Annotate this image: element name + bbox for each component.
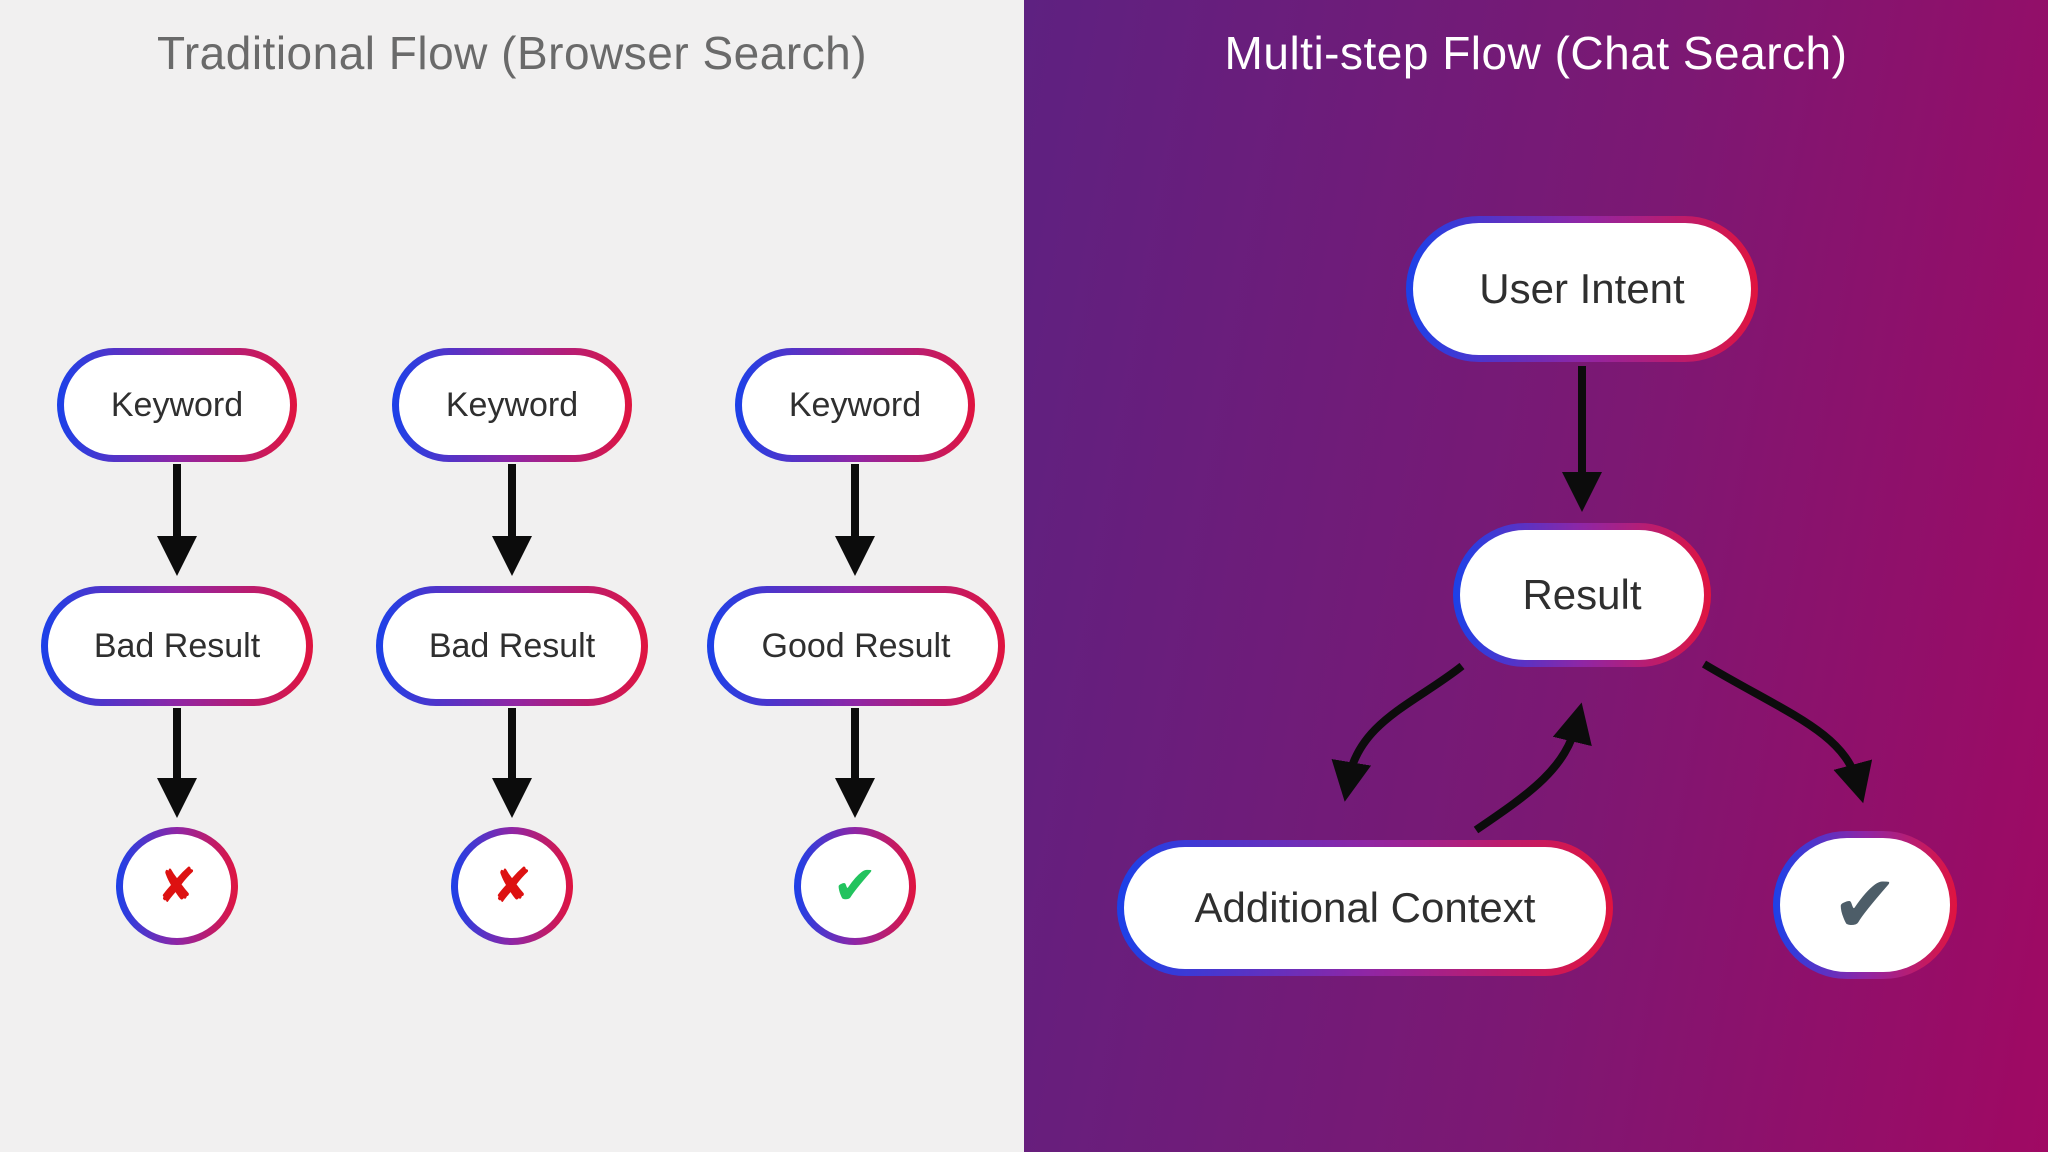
- multistep-flow-title: Multi-step Flow (Chat Search): [1224, 27, 1848, 79]
- outcome-final-success: ✔: [1773, 831, 1957, 979]
- checkmark-icon: ✔: [1831, 858, 1899, 951]
- node-additional-context-label: Additional Context: [1194, 884, 1536, 931]
- node-keyword-1-label: Keyword: [110, 385, 244, 424]
- outcome-success: ✔: [794, 827, 916, 945]
- node-bad-result-2-label: Bad Result: [428, 626, 596, 665]
- node-bad-result-1: Bad Result: [41, 586, 313, 706]
- outcome-fail-2: ✘: [451, 827, 573, 945]
- node-good-result-label: Good Result: [761, 626, 951, 665]
- node-result: Result: [1453, 523, 1711, 667]
- node-bad-result-1-label: Bad Result: [93, 626, 261, 665]
- node-user-intent-label: User Intent: [1479, 265, 1685, 312]
- node-user-intent: User Intent: [1406, 216, 1758, 362]
- fail-icon: ✘: [491, 858, 533, 914]
- node-keyword-2: Keyword: [392, 348, 632, 462]
- node-bad-result-2: Bad Result: [376, 586, 648, 706]
- traditional-flow-title: Traditional Flow (Browser Search): [156, 27, 868, 79]
- fail-icon: ✘: [156, 858, 198, 914]
- node-keyword-3-label: Keyword: [788, 385, 922, 424]
- traditional-flow-panel: Traditional Flow (Browser Search): [0, 0, 1024, 1152]
- node-keyword-1: Keyword: [57, 348, 297, 462]
- node-keyword-3: Keyword: [735, 348, 975, 462]
- checkmark-icon: ✔: [832, 854, 878, 917]
- node-additional-context: Additional Context: [1117, 840, 1613, 976]
- outcome-fail-1: ✘: [116, 827, 238, 945]
- node-keyword-2-label: Keyword: [445, 385, 579, 424]
- node-good-result: Good Result: [707, 586, 1005, 706]
- node-result-label: Result: [1522, 571, 1642, 618]
